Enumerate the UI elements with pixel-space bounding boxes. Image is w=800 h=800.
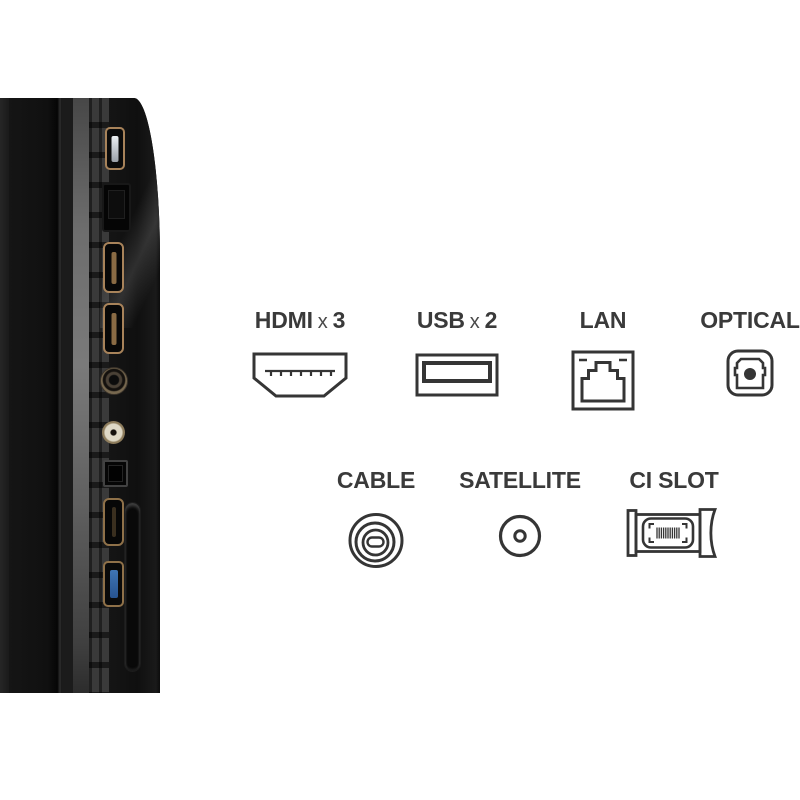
port-multiplier-x: x — [317, 311, 328, 333]
tv-body-dark — [9, 98, 57, 693]
tv-edge-highlight — [73, 98, 89, 693]
port-label-cable: CABLE — [337, 466, 415, 494]
port-name: CABLE — [336, 467, 416, 493]
legend-group-cable: CABLE — [316, 466, 436, 570]
legend-group-optical: OPTICAL — [685, 306, 800, 397]
port-name: USB — [416, 307, 465, 333]
usb3-tongue — [109, 570, 118, 598]
satellite-fconnector-icon — [498, 514, 542, 558]
usb-port-photo-1 — [105, 127, 125, 170]
tv-left-band — [0, 98, 9, 693]
ethernet-port-photo — [102, 183, 131, 232]
hdmi-connector-icon — [252, 352, 348, 398]
hdmi-port-photo-2 — [103, 303, 124, 354]
tv-side-photo — [0, 98, 160, 693]
cable-coax-icon — [348, 513, 404, 568]
port-count: 3 — [332, 307, 346, 333]
usb3-port-photo — [103, 561, 124, 607]
port-name: SATELLITE — [459, 467, 581, 493]
port-name: CI SLOT — [629, 467, 719, 493]
hdmi-tongue — [111, 312, 116, 345]
ci-slot-photo — [124, 502, 141, 672]
usb-tongue — [111, 135, 119, 162]
ethernet-inner — [108, 190, 125, 219]
optical-port-photo — [103, 460, 128, 487]
hdmi-tongue — [111, 251, 116, 284]
port-name: LAN — [579, 307, 627, 333]
optical-toslink-icon — [726, 349, 774, 397]
port-label-satellite: SATELLITE — [459, 466, 581, 494]
port-name: HDMI — [254, 307, 313, 333]
port-label-optical: OPTICAL — [700, 306, 800, 334]
ci-module-icon — [626, 508, 718, 558]
hdmi-port-photo-3 — [103, 498, 124, 546]
satellite-port-photo — [102, 421, 125, 444]
antenna-cable-port-photo — [100, 367, 128, 395]
tv-seam — [57, 98, 62, 693]
lan-rj45-icon — [571, 350, 635, 411]
port-count: 2 — [484, 307, 498, 333]
legend-group-lan: LAN — [548, 306, 658, 411]
port-label-ci-slot: CI SLOT — [629, 466, 719, 494]
port-name: OPTICAL — [700, 307, 800, 333]
optical-inner — [108, 465, 123, 482]
usb-connector-icon — [415, 353, 499, 397]
port-label-lan: LAN — [580, 306, 627, 334]
hdmi-tongue — [111, 507, 116, 537]
tv-body-mid — [62, 98, 73, 693]
hdmi-port-photo-1 — [103, 242, 124, 293]
port-multiplier-x: x — [469, 311, 480, 333]
legend-group-satellite: SATELLITE — [445, 466, 595, 558]
legend-group-ci-slot: CI SLOT — [599, 466, 749, 561]
